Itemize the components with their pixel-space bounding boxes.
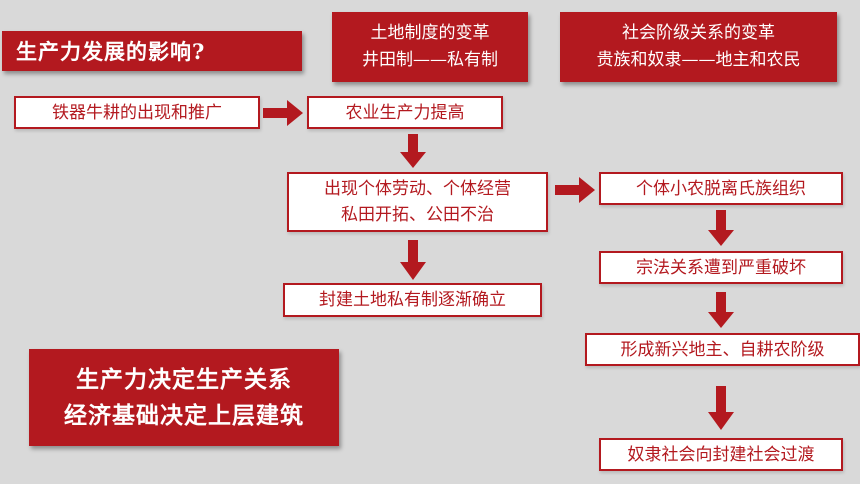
arrow-right-icon <box>555 177 595 203</box>
box-clan-law: 宗法关系遭到严重破坏 <box>599 251 843 284</box>
conclusion-line1: 生产力决定生产关系 <box>76 365 292 393</box>
land-system-change-box: 土地制度的变革 井田制——私有制 <box>332 12 528 82</box>
box-iron-plough: 铁器牛耕的出现和推广 <box>14 96 260 129</box>
box-transition-label: 奴隶社会向封建社会过渡 <box>627 444 815 465</box>
box-private-land-label: 封建土地私有制逐渐确立 <box>319 290 506 310</box>
arrow-down-icon <box>708 386 734 430</box>
page-title: 生产力发展的影响? <box>16 39 206 64</box>
box-new-landlord: 形成新兴地主、自耕农阶级 <box>585 333 860 366</box>
box-productivity-label: 农业生产力提高 <box>345 102 465 123</box>
box-small-farmer-label: 个体小农脱离氏族组织 <box>636 178 806 199</box>
arrow-down-icon <box>400 134 426 168</box>
box-individual-labor-line1: 出现个体劳动、个体经营 <box>324 179 511 199</box>
box-iron-plough-label: 铁器牛耕的出现和推广 <box>52 102 222 123</box>
arrow-down-icon <box>400 240 426 280</box>
box-clan-law-label: 宗法关系遭到严重破坏 <box>636 257 806 278</box>
box-new-landlord-label: 形成新兴地主、自耕农阶级 <box>620 339 825 360</box>
box-individual-labor-line2: 私田开拓、公田不治 <box>341 205 494 225</box>
box-small-farmer: 个体小农脱离氏族组织 <box>599 172 843 205</box>
box-transition: 奴隶社会向封建社会过渡 <box>599 438 843 471</box>
conclusion-line2: 经济基础决定上层建筑 <box>64 401 304 429</box>
box-private-land: 封建土地私有制逐渐确立 <box>283 283 542 317</box>
box-individual-labor: 出现个体劳动、个体经营 私田开拓、公田不治 <box>287 172 548 232</box>
land-system-change-detail: 井田制——私有制 <box>362 50 498 70</box>
land-system-change-title: 土地制度的变革 <box>370 23 490 43</box>
title-banner: 生产力发展的影响? <box>2 31 302 71</box>
conclusion-box: 生产力决定生产关系 经济基础决定上层建筑 <box>29 349 339 446</box>
class-relation-change-box: 社会阶级关系的变革 贵族和奴隶——地主和农民 <box>560 12 837 82</box>
class-relation-change-title: 社会阶级关系的变革 <box>622 23 775 43</box>
class-relation-change-detail: 贵族和奴隶——地主和农民 <box>596 50 801 70</box>
arrow-down-icon <box>708 292 734 328</box>
arrow-right-icon <box>263 100 303 126</box>
box-productivity: 农业生产力提高 <box>307 96 503 129</box>
arrow-down-icon <box>708 210 734 246</box>
